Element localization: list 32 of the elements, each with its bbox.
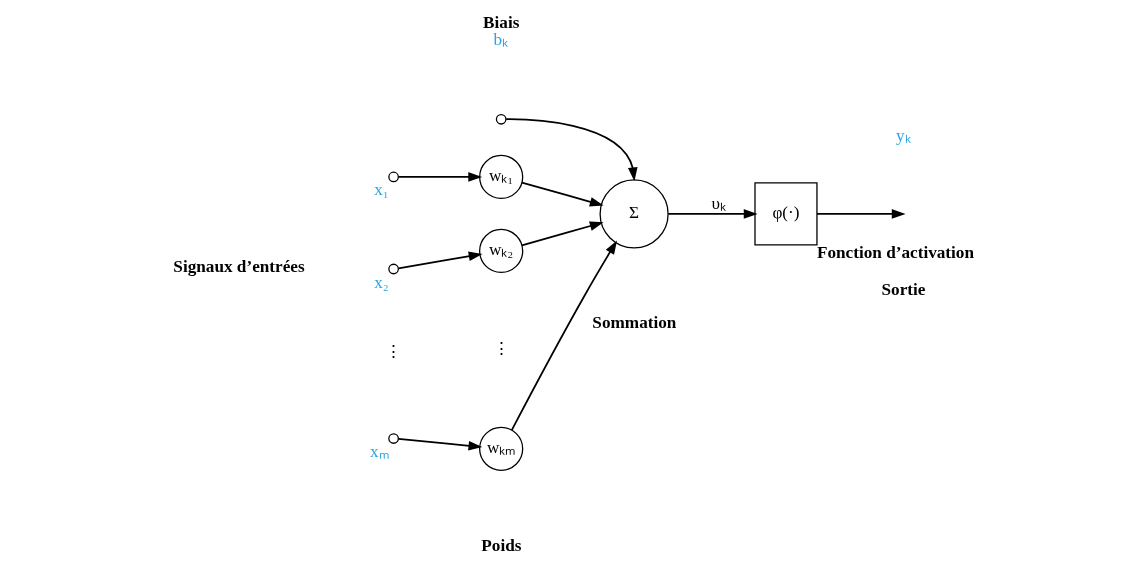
arrow [505, 118, 638, 182]
label: yₖ [896, 125, 911, 145]
node-label: x₁ [374, 180, 389, 200]
node-box: φ(·) [754, 182, 818, 246]
label: Signaux d’entrées [173, 257, 305, 277]
node-circle [388, 433, 399, 444]
arrow [521, 181, 604, 207]
node-label: Fonction d’activation [816, 242, 975, 262]
edge-label: υₖ [711, 193, 727, 213]
label: ⋮ [492, 339, 510, 359]
node-circle [388, 263, 399, 275]
arrow [816, 209, 906, 219]
node-circle: wₖₘ [479, 426, 524, 471]
node-circle [495, 113, 507, 125]
label: Poids [481, 536, 522, 556]
arrow [397, 438, 483, 451]
node-circle [388, 171, 399, 183]
node-label: xₘ [369, 442, 389, 462]
node-label: Biais [483, 13, 520, 33]
arrow [397, 172, 483, 182]
node-circle: wₖ₂ [479, 228, 524, 274]
node-circle: Σ [599, 179, 669, 249]
arrow [397, 251, 483, 270]
label: ⋮ [385, 341, 403, 361]
node-label: x₂ [374, 272, 389, 292]
arrow [510, 240, 618, 431]
label: Sortie [881, 279, 926, 299]
node-circle: wₖ₁ [479, 154, 524, 200]
arrow [667, 209, 758, 219]
node-label: Sommation [592, 313, 677, 333]
node-label: bₖ [493, 30, 509, 50]
arrow [521, 221, 604, 247]
